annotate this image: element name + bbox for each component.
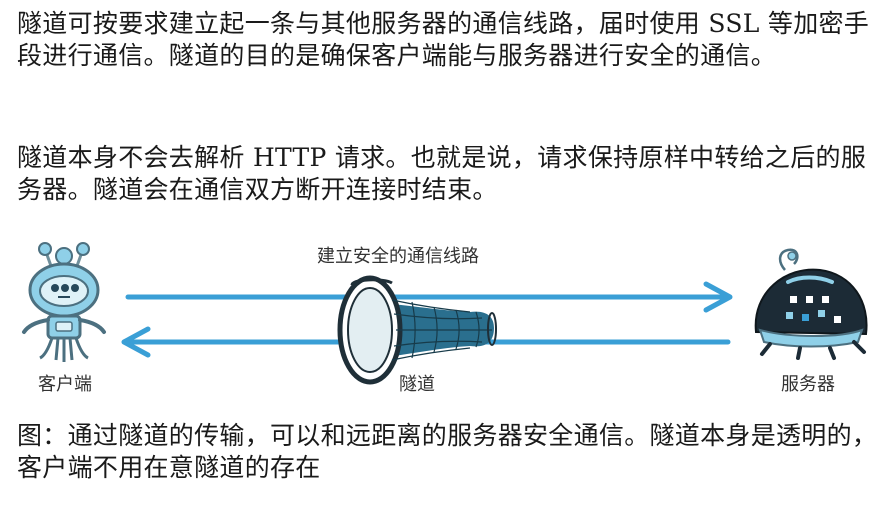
arrow-right-icon	[125, 281, 733, 313]
tunnel-icon	[337, 275, 497, 385]
client-robot-icon	[22, 242, 106, 362]
tunnel-label: 隧道	[399, 374, 435, 395]
tunnel-diagram: 建立安全的通信线路 客户端 隧道 服务器	[0, 230, 889, 410]
paragraph-tunnel-behavior: 隧道本身不会去解析 HTTP 请求。也就是说，请求保持原样中转给之后的服务器。隧…	[17, 143, 867, 204]
secure-route-label: 建立安全的通信线路	[317, 246, 479, 267]
client-label: 客户端	[38, 374, 92, 395]
tunnel-diagram-graphic	[22, 242, 868, 385]
figure-caption: 图：通过隧道的传输，可以和远距离的服务器安全通信。隧道本身是透明的，客户端不用在…	[17, 421, 878, 482]
paragraph-tunnel-purpose: 隧道可按要求建立起一条与其他服务器的通信线路，届时使用 SSL 等加密手段进行通…	[17, 9, 870, 70]
server-robot-icon	[754, 248, 868, 360]
server-label: 服务器	[781, 374, 835, 395]
